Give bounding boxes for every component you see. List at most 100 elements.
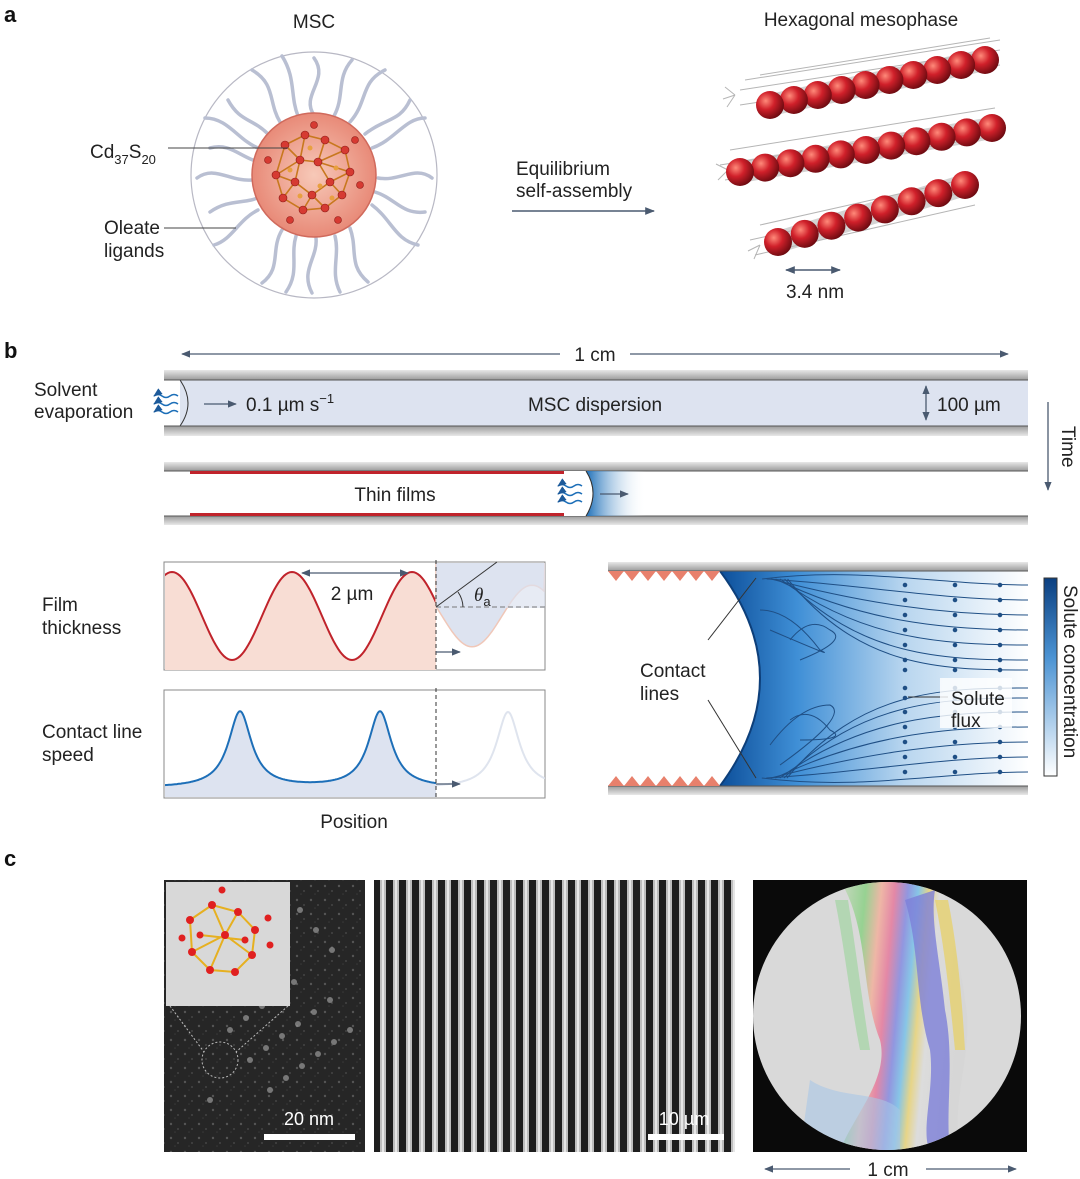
flow-arrowhead bbox=[902, 685, 908, 691]
speed-label: 0.1 µm s−1 bbox=[246, 391, 334, 416]
flow-arrowhead bbox=[997, 754, 1003, 760]
streamline bbox=[770, 578, 1028, 616]
cl-speed-label-line1: Contact line bbox=[42, 722, 142, 743]
flow-arrowhead bbox=[902, 627, 908, 633]
height-label: 100 µm bbox=[937, 395, 1001, 416]
ligand-label-line2: ligands bbox=[104, 241, 164, 262]
flow-arrowhead bbox=[952, 642, 958, 648]
mesophase-cluster-ball bbox=[844, 203, 873, 232]
flow-arrowhead bbox=[997, 657, 1003, 663]
flow-arrowhead bbox=[902, 667, 908, 673]
streamline bbox=[784, 578, 1028, 661]
streamline bbox=[766, 578, 1028, 601]
panel-a-letter: a bbox=[4, 2, 17, 27]
contact-line-speed-plot bbox=[163, 688, 546, 800]
mesophase-cluster-ball bbox=[790, 219, 819, 248]
period-label: 2 µm bbox=[331, 584, 374, 605]
evap-label-line2: evaporation bbox=[34, 402, 133, 423]
thin-films-label: Thin films bbox=[354, 485, 435, 506]
arrow-label-line2: self-assembly bbox=[516, 181, 633, 202]
flow-arrowhead bbox=[902, 754, 908, 760]
mesophase-cluster-ball bbox=[899, 61, 928, 89]
oleate-ligands bbox=[195, 54, 434, 295]
streamline bbox=[770, 741, 1028, 779]
mesophase-cluster-ball bbox=[851, 71, 880, 99]
mesophase-cluster-ball bbox=[751, 153, 780, 182]
flow-arrowhead bbox=[997, 597, 1003, 603]
contact-lines-label-line2: lines bbox=[640, 684, 679, 705]
channel-initial bbox=[164, 370, 1028, 436]
core-label: Cd37S20 bbox=[90, 142, 156, 167]
mesophase-cluster-ball bbox=[923, 56, 952, 84]
mesophase-cluster-ball bbox=[877, 131, 906, 160]
flow-arrowhead bbox=[952, 627, 958, 633]
vortex-streamline bbox=[759, 609, 825, 653]
flow-arrowhead bbox=[997, 627, 1003, 633]
flow-arrowhead bbox=[902, 739, 908, 745]
flow-arrowhead bbox=[902, 597, 908, 603]
solute-flux-label-line1: Solute bbox=[951, 689, 1005, 710]
evaporation-squiggles-2 bbox=[557, 478, 583, 505]
spacing-label: 3.4 nm bbox=[786, 282, 844, 303]
time-label: Time bbox=[1057, 426, 1078, 468]
flow-arrowhead bbox=[902, 709, 908, 715]
film-ridges-bottom bbox=[608, 776, 720, 786]
theta-label: θa bbox=[474, 585, 491, 609]
mesophase-cluster-ball bbox=[776, 149, 805, 178]
mesophase-cluster-ball bbox=[756, 91, 784, 119]
film-thickness-label-line2: thickness bbox=[42, 618, 121, 639]
stripe-pattern-image bbox=[374, 880, 735, 1152]
dispersion-label: MSC dispersion bbox=[528, 395, 662, 416]
evap-label-line1: Solvent bbox=[34, 380, 98, 401]
mesophase-cluster-ball bbox=[951, 171, 979, 199]
streamline bbox=[779, 578, 1028, 646]
msc-title: MSC bbox=[293, 12, 335, 33]
mesophase-cluster-ball bbox=[952, 118, 981, 147]
mesophase-cluster-ball bbox=[870, 195, 899, 224]
mesophase-cluster-ball bbox=[726, 158, 754, 186]
arrow-label-line1: Equilibrium bbox=[516, 159, 610, 180]
vortex-streamline bbox=[789, 623, 837, 661]
panel-b-letter: b bbox=[4, 338, 17, 363]
panel-c-letter: c bbox=[4, 846, 16, 871]
mesophase-cluster-ball bbox=[875, 66, 904, 94]
mesophase-cluster-ball bbox=[947, 51, 976, 79]
flow-arrowhead bbox=[952, 739, 958, 745]
msc-particle bbox=[190, 51, 438, 299]
mesophase-title: Hexagonal mesophase bbox=[764, 10, 958, 31]
cl-speed-label-line2: speed bbox=[42, 745, 94, 766]
mesophase-cluster-ball bbox=[897, 187, 926, 216]
colorbar-label: Solute concentration bbox=[1059, 585, 1080, 758]
mesophase-cluster-ball bbox=[764, 228, 792, 256]
stripes-scale-label: 10 µm bbox=[659, 1109, 709, 1129]
mesophase-cluster-ball bbox=[978, 114, 1006, 142]
flow-arrowhead bbox=[952, 612, 958, 618]
film-ridges-top bbox=[608, 571, 720, 581]
wafer-scale-label: 1 cm bbox=[867, 1160, 908, 1179]
mesophase-cluster-ball bbox=[803, 81, 832, 109]
flow-arrowhead bbox=[997, 739, 1003, 745]
mesophase-cluster-ball bbox=[826, 140, 855, 169]
flow-arrowhead bbox=[952, 582, 958, 588]
mesophase-cluster-ball bbox=[852, 136, 880, 164]
flow-arrowhead bbox=[952, 667, 958, 673]
flow-arrowhead bbox=[997, 769, 1003, 775]
cluster-atoms bbox=[264, 121, 364, 224]
mesophase-rods bbox=[726, 46, 1006, 256]
streamline bbox=[762, 574, 1028, 586]
streamline bbox=[761, 771, 1028, 783]
flow-arrowhead bbox=[902, 724, 908, 730]
length-label: 1 cm bbox=[574, 345, 615, 366]
flow-arrowhead bbox=[902, 582, 908, 588]
ligand-label-line1: Oleate bbox=[104, 218, 160, 239]
flow-arrowhead bbox=[902, 612, 908, 618]
flow-arrowhead bbox=[997, 582, 1003, 588]
streamline bbox=[787, 578, 1028, 671]
mesophase-cluster-ball bbox=[971, 46, 999, 74]
flow-arrowhead bbox=[902, 642, 908, 648]
mesophase-cluster-ball bbox=[924, 179, 953, 208]
tem-scale-label: 20 nm bbox=[284, 1109, 334, 1129]
concentration-colorbar bbox=[1043, 577, 1058, 777]
channel-later bbox=[164, 462, 1028, 525]
